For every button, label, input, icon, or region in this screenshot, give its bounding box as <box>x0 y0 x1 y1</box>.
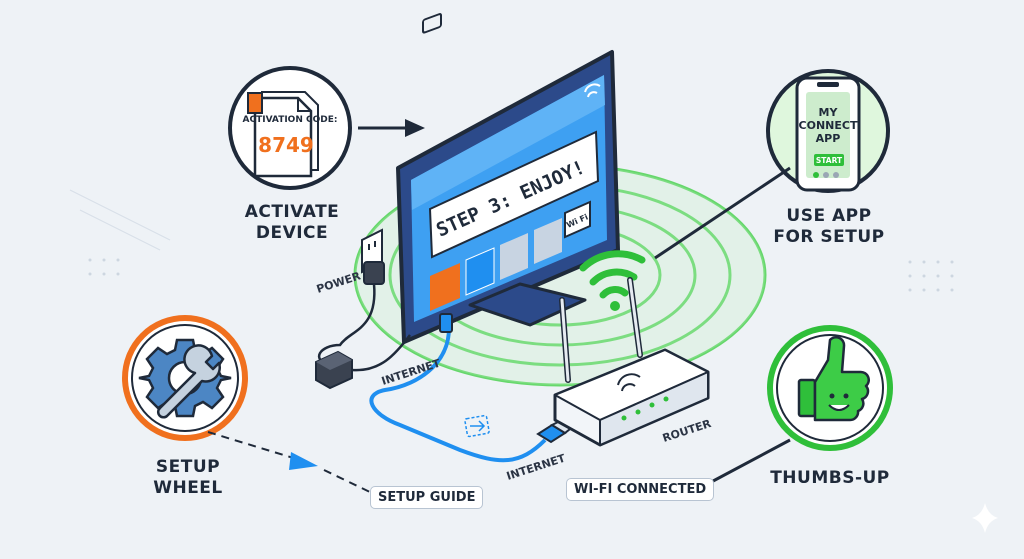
activation-circle <box>228 66 352 190</box>
wifi-connected-tag: WI-FI CONNECTED <box>566 478 715 501</box>
decorative-dots-left <box>88 258 120 276</box>
decorative-dots-right <box>908 260 954 292</box>
activation-doc-title: ACTIVATION CODE: <box>243 115 338 125</box>
decorative-lines <box>69 189 171 251</box>
wifi-icon <box>579 250 646 299</box>
sparkle-icon <box>972 503 998 533</box>
thumbs-connector-line <box>699 438 791 490</box>
power-label: POWER <box>315 269 363 296</box>
ethernet-plug-tv <box>439 313 453 333</box>
wall-outlet <box>361 228 385 285</box>
power-adapter <box>315 350 353 390</box>
phone-start-button: START <box>816 156 843 165</box>
setup-guide-tag: SETUP GUIDE <box>370 486 484 509</box>
internet-label-lower: INTERNET <box>505 451 568 482</box>
thumbs-up-icon <box>797 336 870 422</box>
setup-wheel-arrow <box>207 431 373 494</box>
use-app-line2: FOR SETUP <box>773 227 885 247</box>
phone-app-line1: MY <box>819 106 839 119</box>
thumbs-up-label: THUMBS-UP <box>770 468 890 488</box>
phone-app-line2: CONNECT <box>799 119 858 132</box>
activate-device-line2: DEVICE <box>255 223 329 243</box>
wifi-icon-dot <box>610 301 620 311</box>
activation-arrow <box>358 119 425 137</box>
ethernet-cable <box>369 317 547 463</box>
setup-wheel-label: SETUP WHEEL <box>153 457 223 498</box>
activate-device-line1: ACTIVATE <box>244 202 340 222</box>
router-label: ROUTER <box>661 417 713 445</box>
tv-power-cable <box>351 334 411 372</box>
activate-device-label: ACTIVATE DEVICE <box>232 202 352 244</box>
phone-circle <box>766 69 890 193</box>
phone-connector-line <box>654 166 791 260</box>
power-cable <box>317 283 376 367</box>
use-app-line1: USE APP <box>786 206 872 226</box>
tv <box>396 13 620 344</box>
router <box>553 277 710 447</box>
use-app-label: USE APP FOR SETUP <box>764 206 894 248</box>
activation-code: 8749 <box>258 133 314 157</box>
wrench-icon <box>156 344 221 419</box>
phone-app-line3: APP <box>816 132 841 145</box>
ethernet-icon <box>464 414 490 438</box>
